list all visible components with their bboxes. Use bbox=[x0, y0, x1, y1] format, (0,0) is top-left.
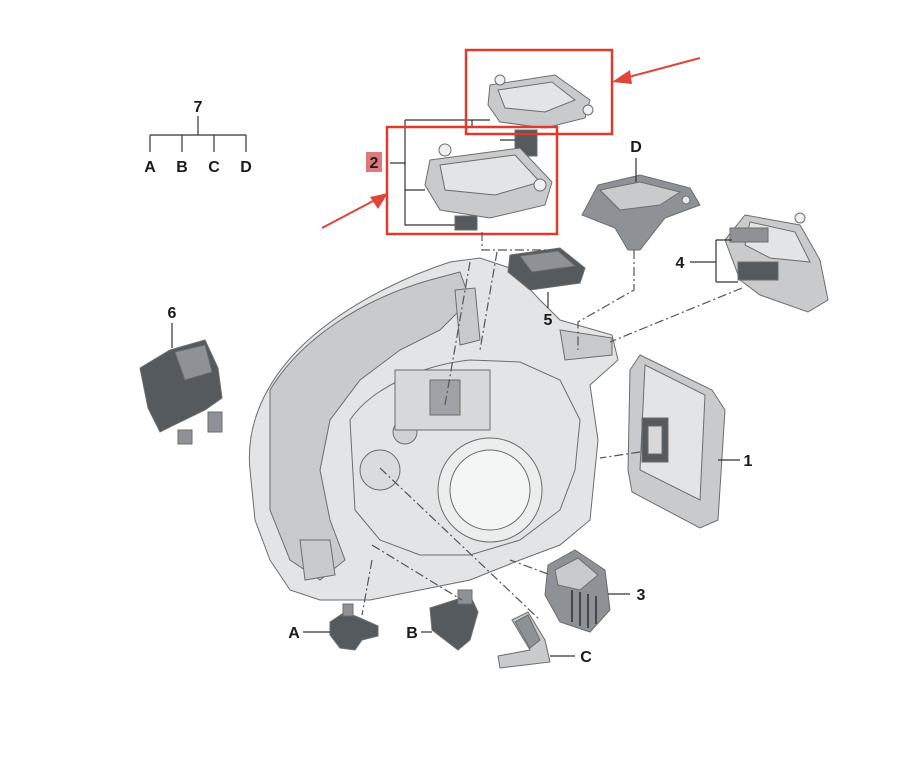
label-6: 6 bbox=[168, 305, 177, 322]
highlight-box-2 bbox=[385, 125, 559, 236]
driver-3 bbox=[544, 549, 611, 633]
tree-label-b: B bbox=[176, 159, 188, 176]
label-3: 3 bbox=[637, 587, 646, 604]
control-module-top bbox=[487, 74, 594, 157]
headlight-housing bbox=[248, 257, 619, 601]
label-1: 1 bbox=[744, 453, 753, 470]
bracket-b bbox=[429, 589, 479, 651]
tree-label-a: A bbox=[144, 159, 156, 176]
variant-tree: 7 A B C D bbox=[144, 99, 252, 176]
label-c: C bbox=[580, 649, 592, 666]
label-5: 5 bbox=[544, 312, 553, 329]
connector-5 bbox=[507, 247, 586, 291]
label-b: B bbox=[406, 625, 418, 642]
label-7: 7 bbox=[194, 99, 203, 116]
label-a: A bbox=[288, 625, 300, 642]
highlight-box-top bbox=[464, 48, 614, 136]
bracket-6 bbox=[139, 339, 223, 445]
tree-label-d: D bbox=[240, 159, 252, 176]
label-d: D bbox=[630, 139, 642, 156]
label-4: 4 bbox=[676, 255, 685, 272]
bracket-a bbox=[329, 603, 379, 651]
tree-label-c: C bbox=[208, 159, 220, 176]
label-2-highlight bbox=[366, 152, 382, 172]
label-2: 2 bbox=[370, 155, 379, 172]
control-module-2 bbox=[424, 143, 553, 231]
arrow-top-icon bbox=[612, 57, 701, 84]
assembly-lines bbox=[361, 232, 743, 621]
ballast-4 bbox=[724, 212, 829, 313]
bracket-c bbox=[497, 611, 551, 669]
arrow-2-icon bbox=[321, 193, 388, 229]
bracket-d bbox=[581, 174, 701, 251]
led-module-1 bbox=[627, 354, 726, 529]
